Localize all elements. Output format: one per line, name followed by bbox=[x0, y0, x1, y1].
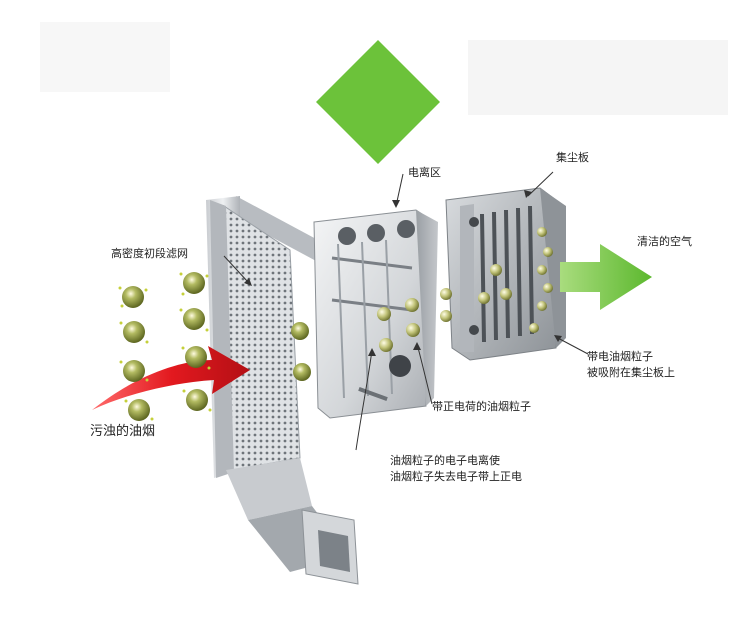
label-dirty-smoke: 污浊的油烟 bbox=[90, 424, 156, 439]
collector-plate bbox=[445, 187, 566, 361]
captured-particles bbox=[478, 227, 553, 333]
bg-panel-left bbox=[40, 22, 170, 92]
label-clean-air: 清洁的空气 bbox=[637, 235, 692, 248]
label-collector-plate: 集尘板 bbox=[556, 151, 589, 164]
label-ionization-zone: 电离区 bbox=[408, 166, 441, 179]
smoke-particles bbox=[118, 272, 212, 421]
bg-panel-right bbox=[468, 40, 728, 115]
label-charged-particles-2: 被吸附在集尘板上 bbox=[587, 366, 675, 379]
dirty-smoke-arrow-icon bbox=[92, 346, 250, 410]
prefilter-assembly bbox=[206, 196, 359, 585]
particles-after-filter bbox=[291, 322, 311, 381]
clean-air-arrow-icon bbox=[560, 244, 652, 310]
label-prefilter: 高密度初段滤网 bbox=[111, 247, 188, 260]
green-diamond-icon bbox=[316, 40, 440, 164]
ionization-plate bbox=[313, 209, 438, 419]
label-charged-particles-1: 带电油烟粒子 bbox=[587, 350, 653, 363]
label-ionization-note-2: 油烟粒子失去电子带上正电 bbox=[390, 470, 522, 483]
label-positive-particles: 带正电荷的油烟粒子 bbox=[432, 400, 531, 413]
charged-particles bbox=[377, 288, 452, 352]
label-ionization-note-1: 油烟粒子的电子电离使 bbox=[390, 454, 500, 467]
